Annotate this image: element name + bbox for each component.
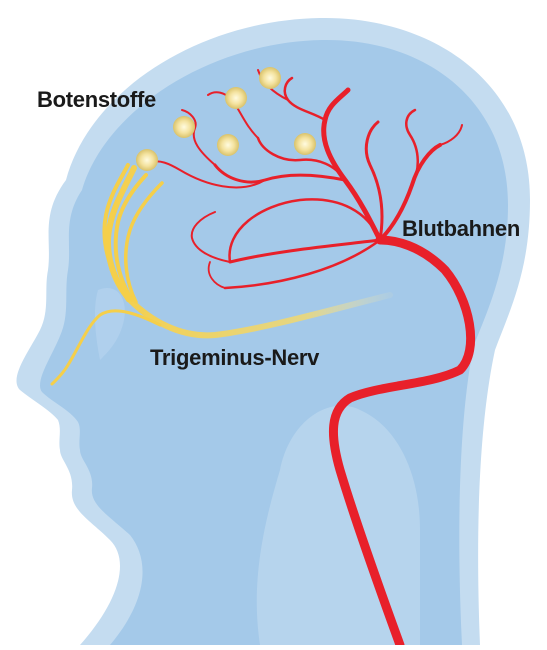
glowing-dot-icon [136, 149, 158, 171]
glowing-dot-icon [259, 67, 281, 89]
label-botenstoffe: Botenstoffe [37, 87, 156, 113]
label-trigeminus-nerv: Trigeminus-Nerv [150, 345, 319, 371]
glowing-dot-icon [294, 133, 316, 155]
glowing-dot-icon [225, 87, 247, 109]
glowing-dot-icon [217, 134, 239, 156]
glowing-dot-icon [173, 116, 195, 138]
label-blutbahnen: Blutbahnen [402, 216, 520, 242]
